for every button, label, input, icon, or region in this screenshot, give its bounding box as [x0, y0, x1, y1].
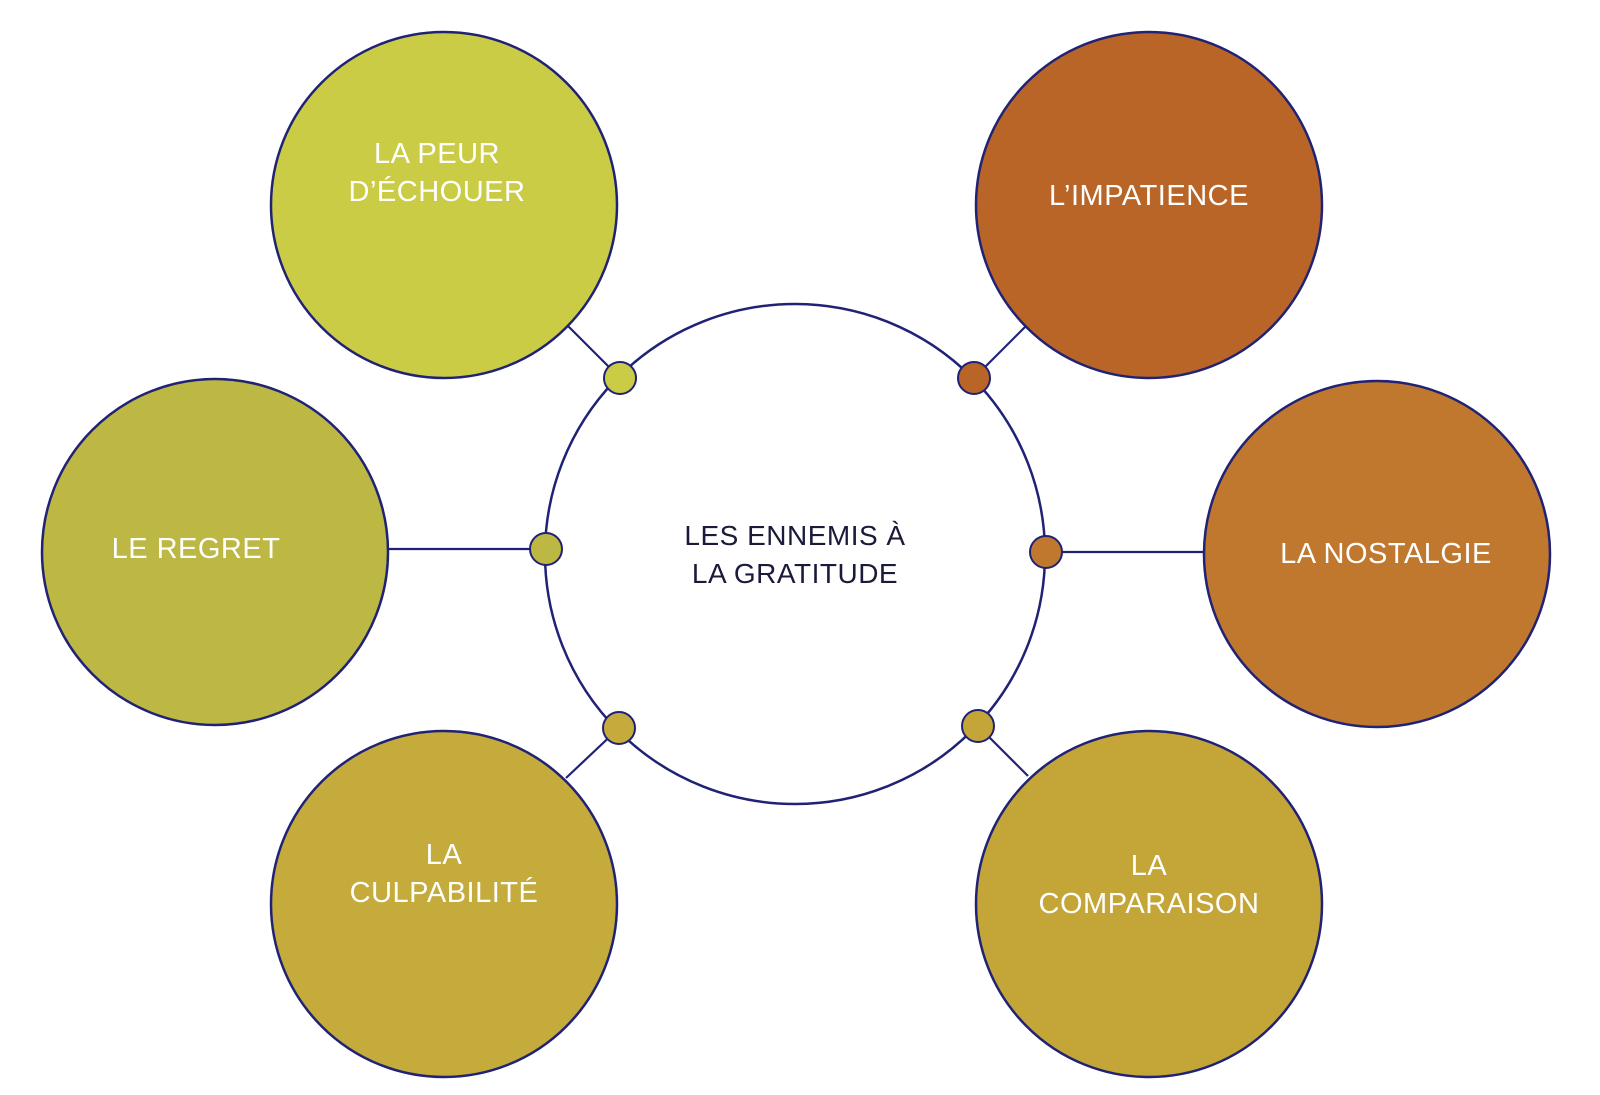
- node-circle-la-nostalgie: [1202, 379, 1552, 729]
- node-label-la-peur-dechouer: LA PEUR: [374, 138, 500, 170]
- node-label-la-comparaison: COMPARAISON: [1039, 888, 1260, 920]
- node-label-la-culpabilite: CULPABILITÉ: [350, 876, 539, 909]
- node-le-regret: LE REGRET: [40, 377, 390, 727]
- node-label-la-comparaison: LA: [1131, 850, 1168, 882]
- node-la-nostalgie: LA NOSTALGIE: [1202, 379, 1552, 729]
- node-circle-limpatience: [974, 30, 1324, 380]
- connector-dot-le-regret: [529, 532, 563, 566]
- node-la-comparaison: LA COMPARAISON: [974, 729, 1324, 1079]
- node-circle-la-culpabilite: [269, 729, 619, 1079]
- node-circle-le-regret: [40, 377, 390, 727]
- node-circle-la-comparaison: [974, 729, 1324, 1079]
- center-label-line: LES ENNEMIS À: [684, 520, 905, 551]
- node-label-la-nostalgie: LA NOSTALGIE: [1280, 538, 1492, 570]
- node-limpatience: L’IMPATIENCE: [974, 30, 1324, 380]
- node-label-la-peur-dechouer: D’ÉCHOUER: [349, 175, 526, 208]
- center-node: LES ENNEMIS À LA GRATITUDE: [543, 302, 1047, 806]
- connector-dot-la-comparaison: [961, 709, 995, 743]
- connector-dot-limpatience: [957, 361, 991, 395]
- connector-dot-group: [529, 361, 1063, 745]
- node-label-le-regret: LE REGRET: [112, 533, 281, 565]
- node-circle-la-peur-dechouer: [269, 30, 619, 380]
- node-la-peur-dechouer: LA PEUR D’ÉCHOUER: [269, 30, 619, 380]
- node-label-la-culpabilite: LA: [426, 839, 463, 871]
- connector-dot-la-culpabilite: [602, 711, 636, 745]
- connector-dot-la-peur-dechouer: [603, 361, 637, 395]
- connector-dot-la-nostalgie: [1029, 535, 1063, 569]
- node-la-culpabilite: LA CULPABILITÉ: [269, 729, 619, 1079]
- node-group: LA PEUR D’ÉCHOUER L’IMPATIENCE LE REGRET LA …: [40, 30, 1552, 1079]
- center-label-line: LA GRATITUDE: [692, 558, 898, 589]
- node-label-limpatience: L’IMPATIENCE: [1049, 180, 1249, 212]
